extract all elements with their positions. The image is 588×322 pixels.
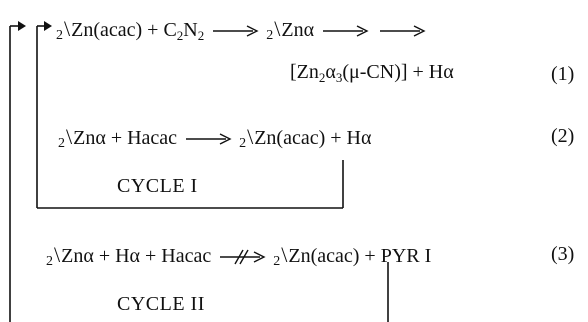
eq1-product-zn: [Zn (290, 61, 319, 83)
eq1-reactants: Zn(acac) + C (71, 19, 177, 41)
eq2-right: Zn(acac) + Hα (254, 127, 372, 149)
prefix-backslash: \ (64, 16, 71, 41)
prefix-2: 2 (46, 254, 53, 269)
prefix-backslash: \ (274, 16, 281, 41)
prefix-2: 2 (239, 136, 247, 151)
eq1-reactant-n: N (183, 19, 198, 41)
eq1-intermediate: Znα (281, 19, 315, 41)
cycle1-label: CYCLE I (117, 175, 198, 197)
eq1-number: (1) (551, 63, 575, 85)
prefix-backslash: \ (54, 242, 61, 267)
prefix-backslash: \ (66, 124, 73, 149)
eq1-arrow-3 (378, 23, 426, 39)
eq3-line: 2\Znα + Hα + Hacac 2\Zn(acac) + PYR I (46, 244, 431, 269)
eq1-sub-alpha: 3 (335, 70, 343, 85)
eq2-line: 2\Znα + Hacac 2\Zn(acac) + Hα (58, 126, 371, 151)
prefix-2: 2 (266, 28, 274, 43)
eq2-number: (2) (551, 125, 575, 147)
eq1-sub-c: 2 (176, 28, 184, 43)
eq3-number: (3) (551, 243, 575, 265)
eq1-arrow-1 (211, 23, 259, 39)
prefix-2: 2 (58, 136, 65, 151)
eq1-product-rest: (μ-CN)] + Hα (342, 61, 454, 83)
eq3-blocked-arrow (218, 249, 266, 265)
cycle1-arrowhead (44, 21, 52, 31)
prefix-backslash: \ (281, 242, 288, 267)
eq1-line1: 2\Zn(acac) + C2N2 2\Znα (56, 18, 428, 43)
eq1-product-alpha: α (325, 61, 336, 83)
eq2-left: Znα + Hacac (73, 127, 178, 149)
eq1-line2: [Zn2α3(μ-CN)] + Hα (290, 62, 454, 84)
eq1-sub-n: 2 (197, 28, 205, 43)
eq1-sub-zn: 2 (318, 70, 326, 85)
prefix-backslash: \ (247, 124, 254, 149)
eq3-right: Zn(acac) + PYR I (288, 245, 432, 267)
eq1-arrow-2 (321, 23, 369, 39)
eq2-arrow (184, 131, 232, 147)
prefix-2: 2 (273, 254, 281, 269)
cycle2-arrowhead (18, 21, 26, 31)
eq3-left: Znα + Hα + Hacac (61, 245, 212, 267)
cycle2-label: CYCLE II (117, 293, 205, 315)
prefix-2: 2 (56, 28, 63, 43)
